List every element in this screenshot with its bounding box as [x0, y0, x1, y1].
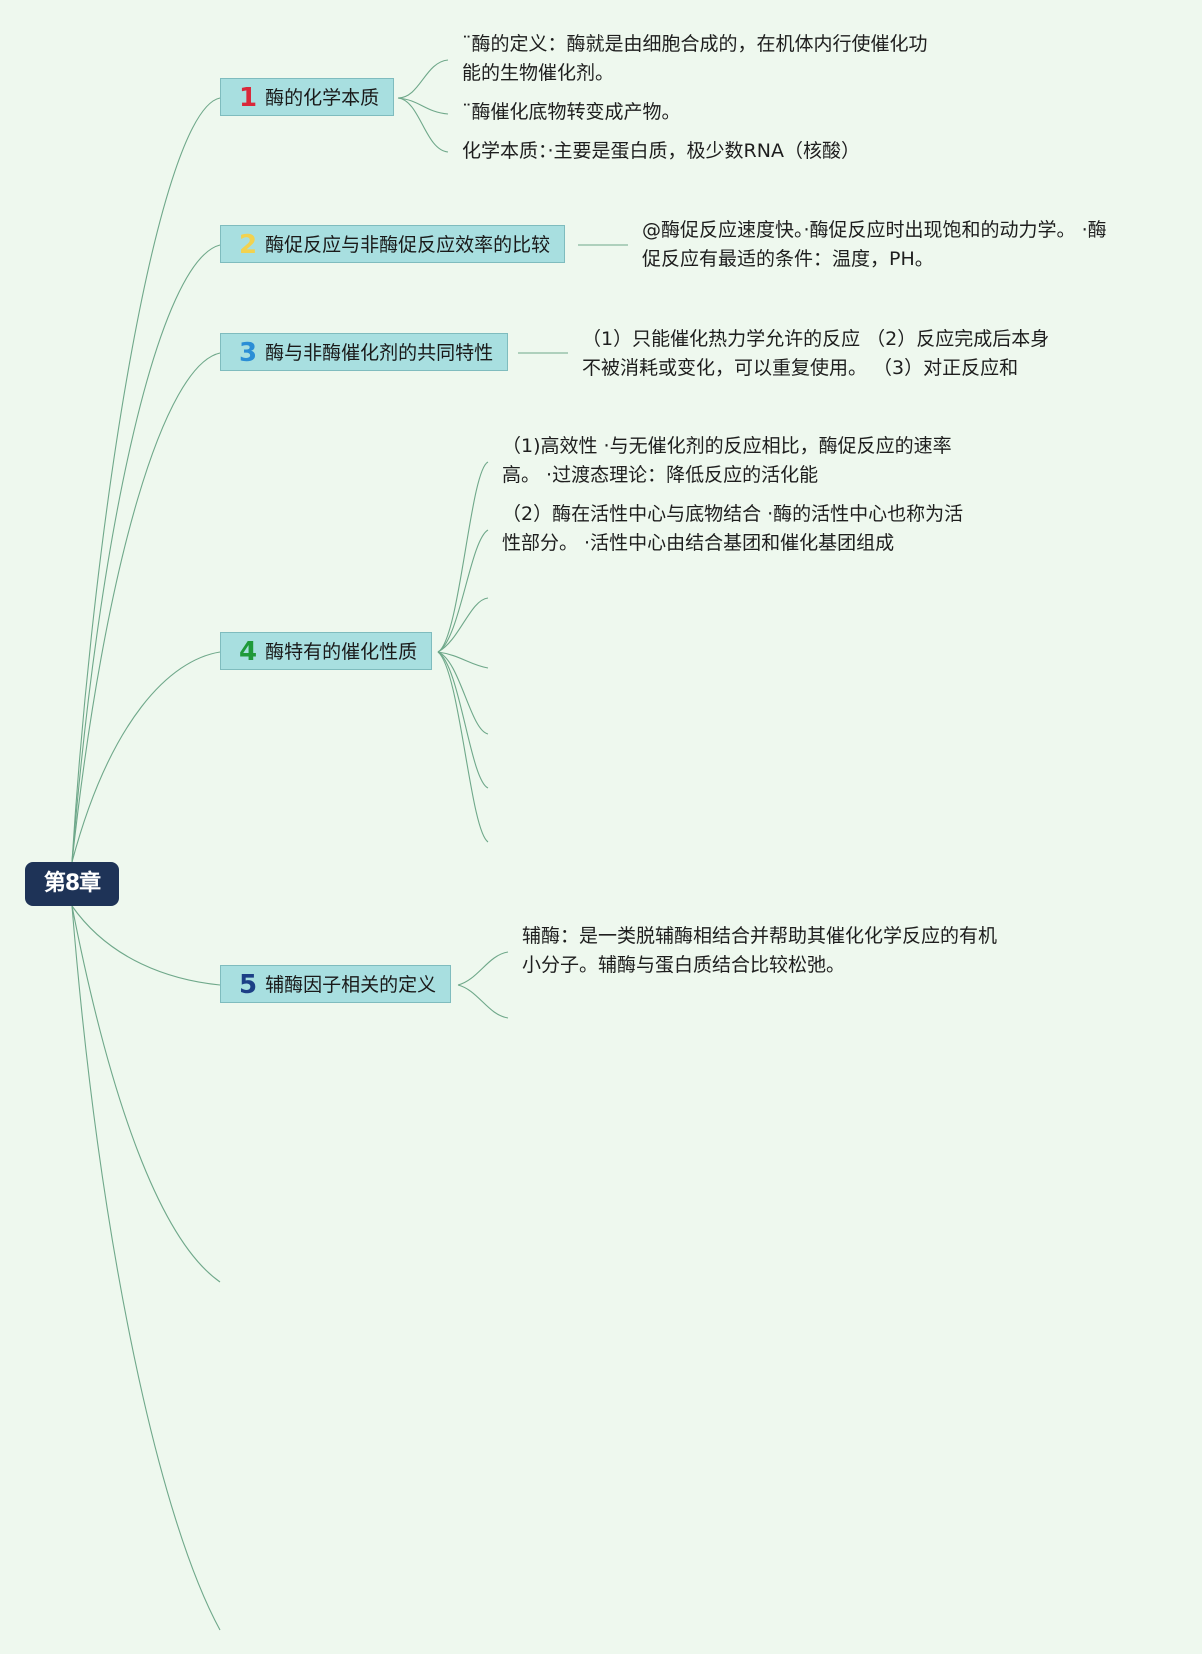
link-t1-c [397, 97, 449, 153]
topic-label-3: 酶与非酶催化剂的共同特性 [265, 342, 494, 364]
leaf-t1-definition-line2: 能的生物催化剂。 [462, 62, 615, 84]
topic-node-5[interactable]: 5 辅酶因子相关的定义 [220, 965, 452, 1003]
link-root-topic4 [71, 651, 221, 863]
topic-number-1: 1 [239, 83, 258, 113]
topic-node-1[interactable]: 1 酶的化学本质 [220, 78, 395, 116]
topic-number-4: 4 [239, 637, 258, 667]
link-t1-b [397, 97, 449, 115]
leaf-t1-definition[interactable]: ¨酶的定义：酶就是由细胞合成的，在机体内行使催化功 能的生物催化剂。 [462, 30, 982, 88]
topic-node-4[interactable]: 4 酶特有的催化性质 [220, 632, 433, 670]
link-t4-d [437, 651, 489, 669]
topic-number-2: 2 [239, 230, 258, 260]
root-node[interactable]: 第8章 [25, 862, 119, 906]
link-t4-a [437, 461, 489, 653]
link-root-topic5 [71, 905, 221, 986]
link-root-empty1 [71, 905, 221, 1283]
leaf-t4-active-site-line2: 性部分。 ·活性中心由结合基团和催化基团组成 [502, 532, 895, 554]
link-t4-c [437, 597, 489, 653]
leaf-t2-line2: 促反应有最适的条件：温度，PH。 [642, 248, 934, 270]
leaf-t5-line2: 小分子。辅酶与蛋白质结合比较松弛。 [522, 954, 846, 976]
leaf-t3-common[interactable]: （1）只能催化热力学允许的反应 （2）反应完成后本身 不被消耗或变化，可以重复使… [582, 325, 1102, 383]
leaf-t1-conversion-line: ¨酶催化底物转变成产物。 [462, 101, 681, 123]
link-root-topic3 [71, 352, 221, 863]
link-root-topic2 [71, 244, 221, 863]
leaf-t4-active-site[interactable]: （2）酶在活性中心与底物结合 ·酶的活性中心也称为活 性部分。 ·活性中心由结合… [502, 500, 1022, 558]
leaf-t1-conversion[interactable]: ¨酶催化底物转变成产物。 [462, 98, 681, 127]
leaf-t4-efficiency-line1: （1)高效性 ·与无催化剂的反应相比，酶促反应的速率 [502, 435, 952, 457]
leaf-t5-coenzyme[interactable]: 辅酶：是一类脱辅酶相结合并帮助其催化化学反应的有机 小分子。辅酶与蛋白质结合比较… [522, 922, 1042, 980]
link-root-topic1 [71, 97, 221, 863]
leaf-t5-line1: 辅酶：是一类脱辅酶相结合并帮助其催化化学反应的有机 [522, 925, 998, 947]
link-t4-b [437, 529, 489, 653]
link-t4-f [437, 651, 489, 789]
link-t1-a [397, 59, 449, 99]
leaf-t4-efficiency-line2: 高。 ·过渡态理论：降低反应的活化能 [502, 464, 819, 486]
leaf-t2-comparison[interactable]: @酶促反应速度快。·酶促反应时出现饱和的动力学。 ·酶 促反应有最适的条件：温度… [642, 216, 1182, 274]
topic-number-5: 5 [239, 970, 258, 1000]
link-t4-e [437, 651, 489, 735]
topic-label-1: 酶的化学本质 [265, 87, 380, 109]
leaf-t4-active-site-line1: （2）酶在活性中心与底物结合 ·酶的活性中心也称为活 [502, 503, 964, 525]
leaf-t1-nature[interactable]: 化学本质：·主要是蛋白质，极少数RNA（核酸） [462, 137, 860, 166]
leaf-t1-nature-line: 化学本质：·主要是蛋白质，极少数RNA（核酸） [462, 140, 860, 162]
topic-node-3[interactable]: 3 酶与非酶催化剂的共同特性 [220, 333, 509, 371]
topic-node-2[interactable]: 2 酶促反应与非酶促反应效率的比较 [220, 225, 566, 263]
topic-label-4: 酶特有的催化性质 [265, 641, 418, 663]
leaf-t1-definition-line1: ¨酶的定义：酶就是由细胞合成的，在机体内行使催化功 [462, 33, 928, 55]
leaf-t3-line1: （1）只能催化热力学允许的反应 （2）反应完成后本身 [582, 328, 1050, 350]
link-t4-g [437, 651, 489, 843]
link-t5-b [457, 984, 509, 1019]
root-label: 第8章 [43, 871, 101, 896]
link-t5-a [457, 951, 509, 986]
link-root-empty2 [71, 905, 221, 1631]
topic-label-5: 辅酶因子相关的定义 [265, 974, 437, 996]
leaf-t4-efficiency[interactable]: （1)高效性 ·与无催化剂的反应相比，酶促反应的速率 高。 ·过渡态理论：降低反… [502, 432, 1022, 490]
leaf-t2-line1: @酶促反应速度快。·酶促反应时出现饱和的动力学。 ·酶 [642, 219, 1107, 241]
leaf-t3-line2: 不被消耗或变化，可以重复使用。 （3）对正反应和 [582, 357, 1019, 379]
topic-number-3: 3 [239, 338, 258, 368]
topic-label-2: 酶促反应与非酶促反应效率的比较 [265, 234, 551, 256]
